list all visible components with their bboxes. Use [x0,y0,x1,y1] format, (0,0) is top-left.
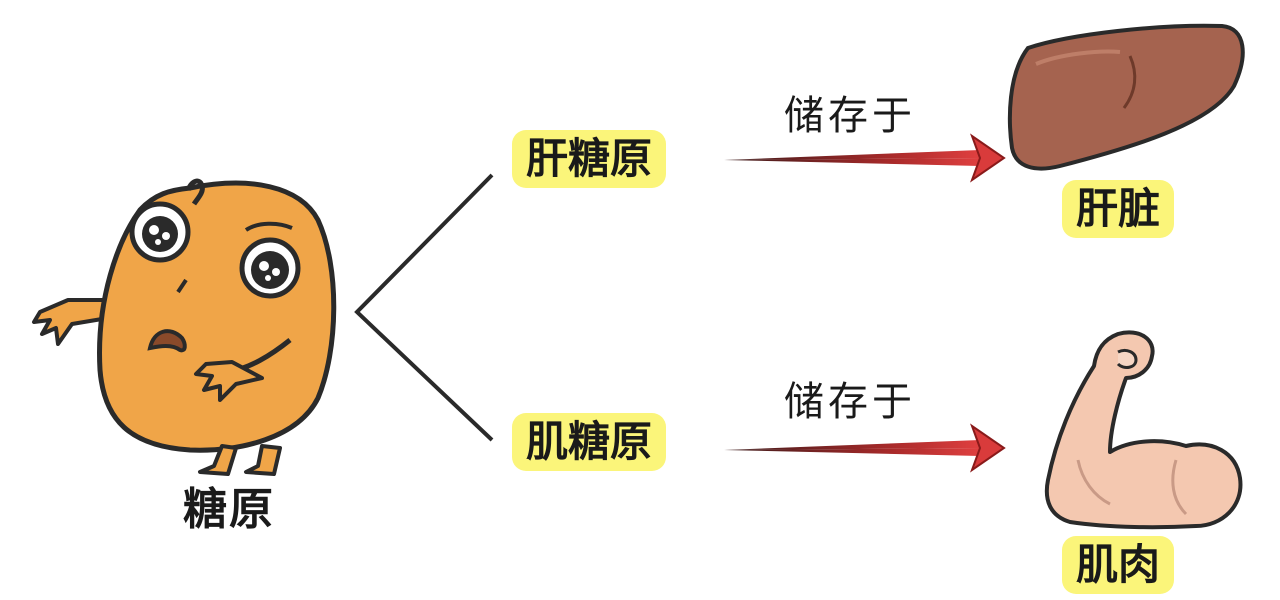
stored-in-bottom-label: 储存于 [784,379,916,425]
liver-icon [1007,23,1245,171]
arrow-to-liver [724,133,1006,183]
stored-in-top-label: 储存于 [784,93,916,139]
flexed-arm-icon [1044,330,1243,530]
liver-glycogen-label: 肝糖原 [512,130,667,188]
arrow-to-muscle [724,423,1006,473]
glycogen-mascot-icon [32,178,337,476]
branch-lines [354,173,494,442]
muscle-glycogen-label: 肌糖原 [512,413,667,471]
glycogen-label: 糖原 [183,484,275,535]
muscle-label: 肌肉 [1062,536,1175,594]
liver-label: 肝脏 [1062,180,1175,238]
